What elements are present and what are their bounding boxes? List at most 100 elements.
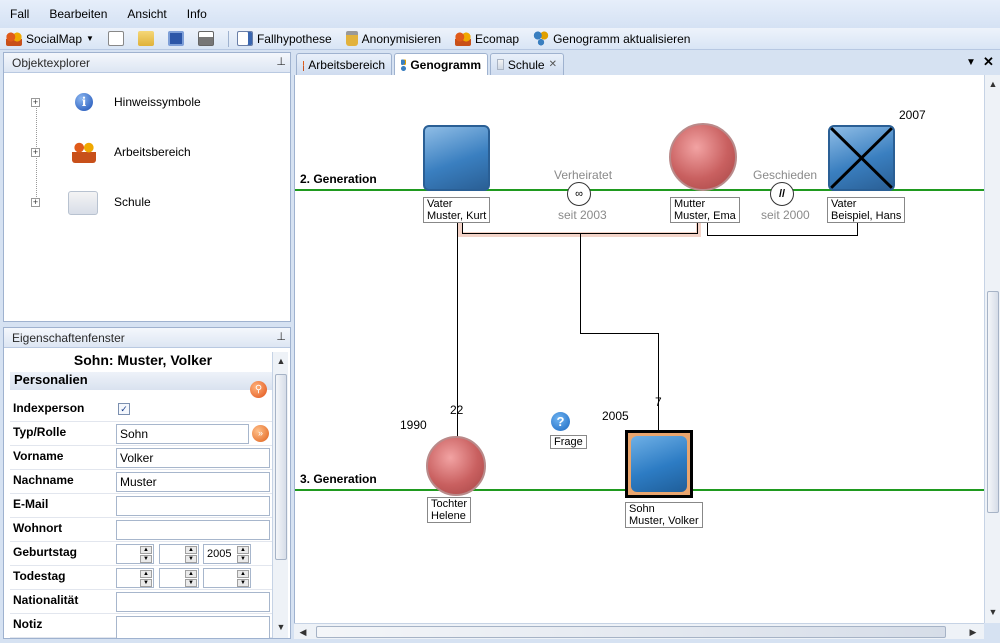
married-icon[interactable]: ∞ — [567, 182, 591, 206]
daughter-helene-node[interactable] — [426, 436, 486, 496]
pin-icon[interactable]: ⊥ — [276, 56, 286, 68]
spin-down-icon[interactable]: ▼ — [237, 579, 249, 587]
nationalitaet-field[interactable] — [116, 592, 270, 612]
father-kurt-node[interactable] — [423, 125, 490, 191]
married-label: Verheiratet — [554, 168, 613, 182]
daughter-year: 1990 — [400, 418, 427, 432]
geburtstag-month-spinner[interactable]: ▲▼ — [159, 544, 199, 564]
pin-icon[interactable]: ⊥ — [276, 331, 286, 343]
fallhypothese-button[interactable]: Fallhypothese — [236, 31, 332, 46]
son-volker-inner — [631, 436, 687, 492]
spin-up-icon[interactable]: ▲ — [140, 546, 152, 554]
spin-down-icon[interactable]: ▼ — [140, 555, 152, 563]
socialmap-button[interactable]: SocialMap ▼ — [6, 31, 94, 46]
row-vorname: Vorname Volker — [10, 446, 272, 470]
notiz-field[interactable] — [116, 616, 270, 638]
expand-icon[interactable]: + — [31, 197, 40, 207]
horizontal-scrollbar[interactable]: ◀ ▶ — [294, 623, 984, 639]
scroll-thumb[interactable] — [275, 374, 287, 560]
search-person-icon[interactable]: ⚲ — [250, 381, 267, 398]
menu-bearbeiten[interactable]: Bearbeiten — [49, 7, 108, 21]
tree-item-label: Schule — [114, 195, 151, 209]
scroll-up-icon[interactable]: ▲ — [276, 356, 286, 366]
indexperson-label: Indexperson — [13, 401, 85, 415]
scroll-thumb[interactable] — [987, 291, 999, 513]
typ-rolle-field[interactable]: Sohn — [116, 424, 249, 444]
todestag-month-spinner[interactable]: ▲▼ — [159, 568, 199, 588]
tab-arbeitsbereich[interactable]: Arbeitsbereich — [296, 53, 392, 75]
expand-icon[interactable]: + — [31, 147, 40, 157]
divorced-icon[interactable]: // — [770, 182, 794, 206]
object-explorer-title: Objektexplorer — [12, 55, 91, 70]
print-icon[interactable] — [197, 31, 214, 46]
properties-header: Eigenschaftenfenster ⊥ — [4, 328, 290, 348]
question-label[interactable]: Frage — [550, 435, 587, 449]
spin-up-icon[interactable]: ▲ — [140, 570, 152, 578]
scroll-down-icon[interactable]: ▼ — [276, 622, 286, 632]
properties-scrollbar[interactable]: ▲ ▼ — [272, 352, 288, 638]
row-typ-rolle: Typ/Rolle Sohn » — [10, 422, 272, 446]
anonymisieren-button[interactable]: Anonymisieren — [345, 31, 441, 46]
geburtstag-day-spinner[interactable]: ▲▼ — [116, 544, 154, 564]
node-role: Vater — [427, 198, 453, 210]
son-age: 7 — [655, 395, 662, 409]
scroll-thumb[interactable] — [316, 626, 946, 638]
genogramm-aktualisieren-button[interactable]: Genogramm aktualisieren — [533, 31, 690, 46]
tab-schule[interactable]: Schule ✕ — [490, 53, 564, 75]
wohnort-field[interactable] — [116, 520, 270, 540]
spin-down-icon[interactable]: ▼ — [185, 555, 197, 563]
spin-up-icon[interactable]: ▲ — [237, 546, 249, 554]
ecomap-button[interactable]: Ecomap — [455, 31, 519, 46]
son-volker-node[interactable] — [625, 430, 693, 498]
mother-ema-node[interactable] — [669, 123, 737, 191]
spin-up-icon[interactable]: ▲ — [185, 570, 197, 578]
expand-icon[interactable]: + — [31, 97, 40, 107]
tab-genogramm[interactable]: Genogramm — [394, 53, 488, 76]
todestag-year-spinner[interactable]: ▲▼ — [203, 568, 251, 588]
nachname-field[interactable]: Muster — [116, 472, 270, 492]
node-name: Helene — [431, 510, 466, 522]
spin-down-icon[interactable]: ▼ — [237, 555, 249, 563]
vertical-scrollbar[interactable]: ▲ ▼ — [984, 75, 1000, 623]
scroll-left-icon[interactable]: ◀ — [299, 627, 307, 637]
menu-fall[interactable]: Fall — [10, 7, 30, 21]
new-document-icon[interactable] — [107, 31, 124, 46]
open-folder-icon[interactable] — [137, 31, 154, 46]
folder-icon — [68, 191, 98, 215]
close-document-icon[interactable]: ✕ — [983, 54, 994, 69]
menu-ansicht[interactable]: Ansicht — [127, 7, 167, 21]
scroll-down-icon[interactable]: ▼ — [988, 607, 998, 617]
info-icon: i — [75, 93, 93, 111]
email-field[interactable] — [116, 496, 270, 516]
scroll-up-icon[interactable]: ▲ — [988, 79, 998, 89]
father-hans-node[interactable] — [828, 125, 895, 191]
married-since: seit 2003 — [558, 208, 607, 222]
todestag-day-spinner[interactable]: ▲▼ — [116, 568, 154, 588]
menu-info[interactable]: Info — [186, 7, 207, 21]
spin-down-icon[interactable]: ▼ — [185, 579, 197, 587]
tab-label: Schule — [507, 57, 545, 72]
geburtstag-year-spinner[interactable]: 2005▲▼ — [203, 544, 251, 564]
scroll-right-icon[interactable]: ▶ — [969, 627, 977, 637]
child-connection-line — [580, 333, 658, 334]
forward-icon[interactable]: » — [252, 425, 269, 442]
node-role: Vater — [831, 198, 857, 210]
indexperson-checkbox[interactable]: ✓ — [118, 403, 130, 415]
menu-bar: Fall Bearbeiten Ansicht Info — [0, 0, 1000, 28]
question-icon[interactable]: ? — [551, 412, 570, 431]
close-tab-icon[interactable]: ✕ — [548, 59, 557, 70]
dropdown-arrow-icon[interactable]: ▼ — [86, 34, 94, 43]
spin-down-icon[interactable]: ▼ — [140, 579, 152, 587]
vorname-field[interactable]: Volker — [116, 448, 270, 468]
tab-list-dropdown-icon[interactable]: ▼ — [966, 57, 976, 68]
spin-up-icon[interactable]: ▲ — [185, 546, 197, 554]
node-role: Sohn — [629, 503, 655, 515]
spin-up-icon[interactable]: ▲ — [237, 570, 249, 578]
save-icon[interactable] — [167, 31, 184, 46]
